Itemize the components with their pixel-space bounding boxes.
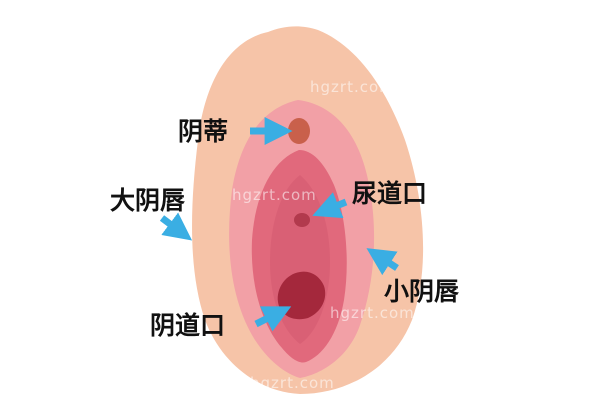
label-labia-minora: 小阴唇 <box>384 277 459 306</box>
arrow-labia-majora <box>159 212 193 241</box>
label-clitoris: 阴蒂 <box>178 117 228 146</box>
watermark: hgzrt.com <box>250 374 335 392</box>
watermark: hgzrt.com <box>310 78 395 96</box>
clitoris-shape <box>288 118 310 144</box>
watermark: hgzrt.com <box>232 186 317 204</box>
label-vaginal-opening: 阴道口 <box>150 311 225 340</box>
arrow-urethral-opening <box>312 192 348 219</box>
label-labia-majora: 大阴唇 <box>110 186 185 215</box>
arrow-labia-minora <box>366 248 399 276</box>
label-urethral-opening: 尿道口 <box>352 179 427 208</box>
watermark: hgzrt.com <box>330 304 415 322</box>
urethral-opening-shape <box>294 213 310 227</box>
arrow-vaginal-opening <box>254 306 292 332</box>
